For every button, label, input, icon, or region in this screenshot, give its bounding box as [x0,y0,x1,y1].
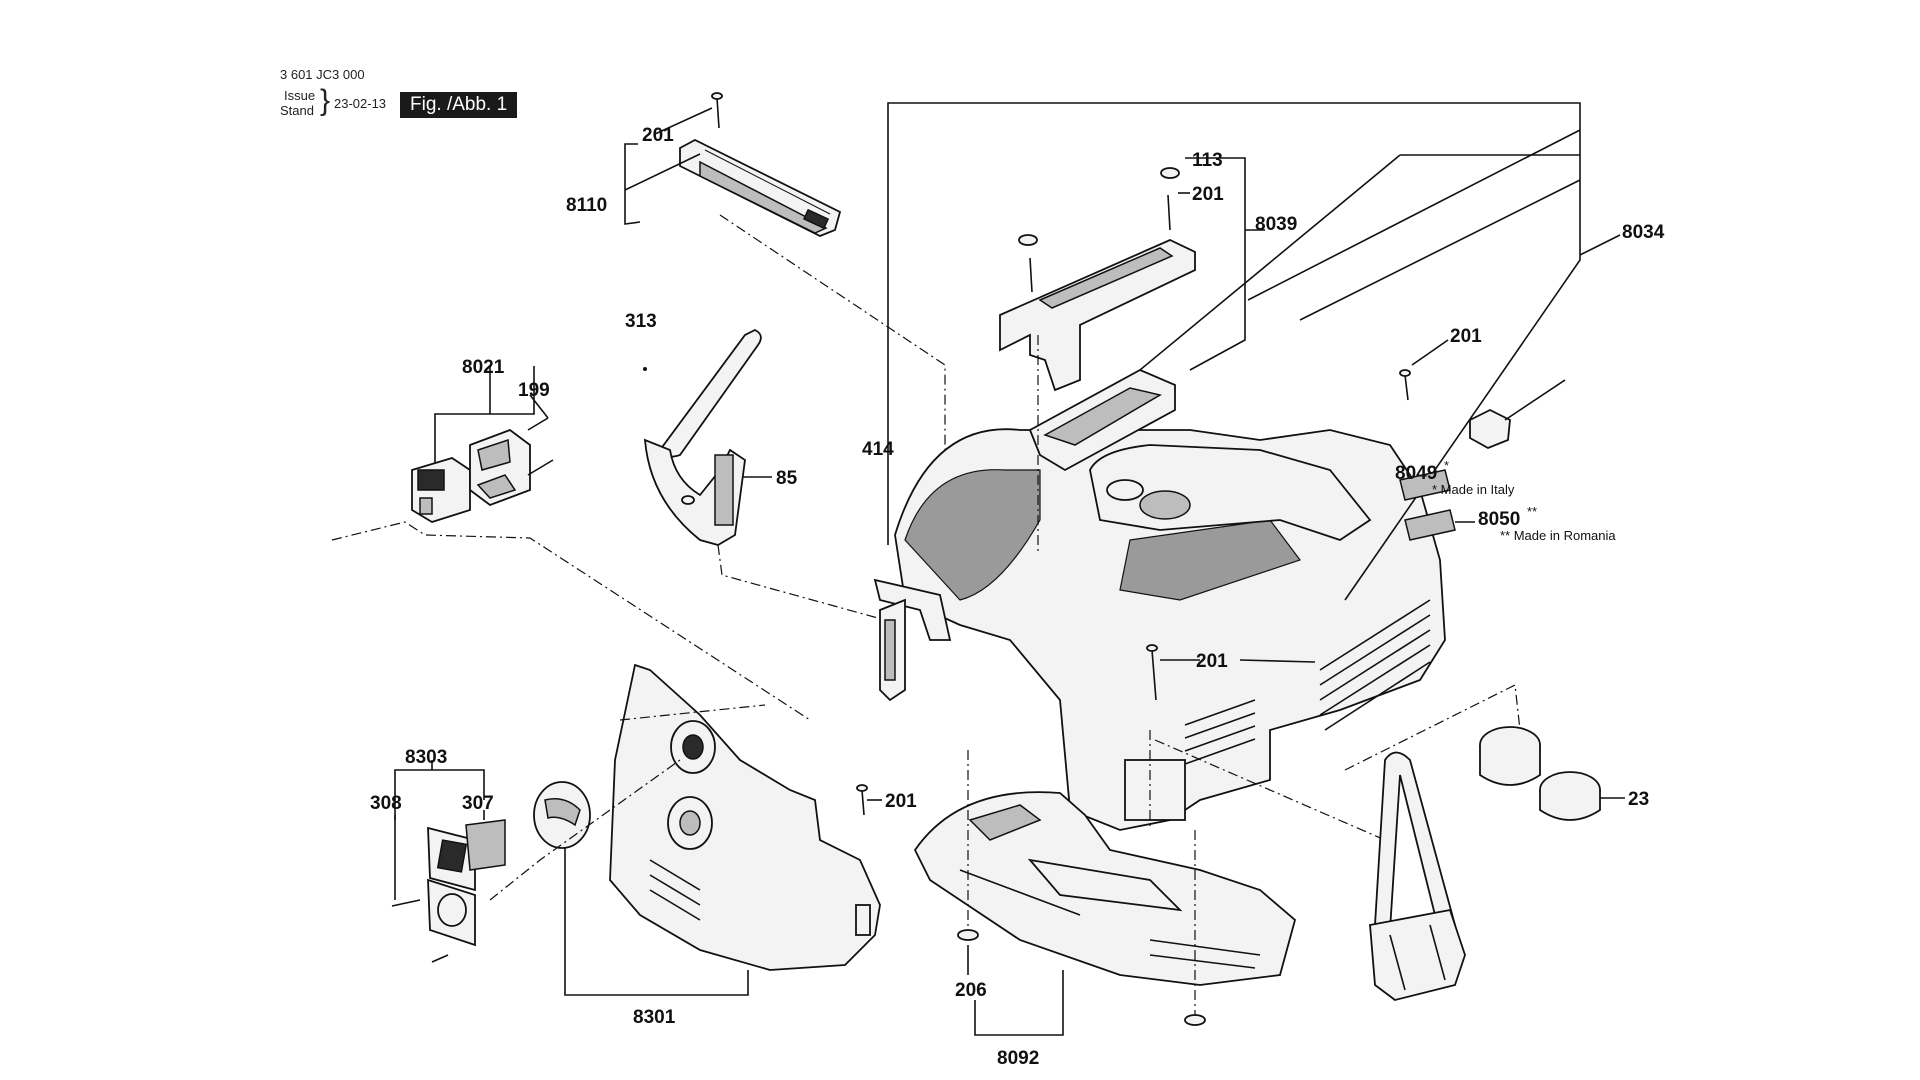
label-206: 206 [955,980,987,1001]
label-8021: 8021 [462,357,505,378]
part-313-dot [643,367,647,371]
knob [533,781,591,849]
top-handle-8110 [679,138,842,237]
clamp-23 [1479,726,1601,821]
screw-icon [1399,369,1411,401]
leader-8303 [394,769,485,820]
label-8301: 8301 [633,1007,676,1028]
hose-holder-85 [643,328,762,546]
label-199: 199 [518,380,550,401]
guide-clip [1344,684,1521,771]
doc-number: 3 601 JC3 000 [280,67,365,82]
flap-8303 [427,819,506,947]
label-201-right: 201 [1450,326,1482,347]
vents-lower [1184,699,1256,765]
guide-8021 [331,521,811,721]
screw-icon [1146,644,1158,701]
screw-icon [711,92,723,129]
hose-clip [1369,751,1466,1001]
base-plate-8092 [913,791,1297,986]
leader-201a [654,107,713,135]
label-23: 23 [1628,789,1649,810]
leader-199 [529,394,549,419]
switch-8021 [411,428,531,523]
guide-85 [717,544,886,621]
label-201-top-handle: 201 [642,125,674,146]
leader-8034a [1247,129,1581,301]
label-8049: 8049 [1395,463,1437,484]
label-8092: 8092 [997,1048,1039,1069]
label-308: 308 [370,793,402,814]
leader-113 [1185,157,1246,371]
housing-icon [894,428,1446,831]
screw-icon [391,899,449,963]
label-201-handle: 201 [1192,184,1224,205]
latch-414 [873,578,952,702]
label-8049-mark: * [1444,458,1449,473]
label-414: 414 [862,439,894,460]
label-8039: 8039 [1255,214,1297,235]
leader-8034e [1579,234,1621,256]
guide-knob [489,759,681,901]
label-8034: 8034 [1622,222,1665,243]
cap-icon [1018,167,1180,246]
nameplate-bracket [1469,408,1511,449]
issue-date: 23-02-13 [334,96,387,111]
screw-icon [856,784,868,816]
leader-201c [1411,339,1449,366]
label-8050-mark: ** [1527,504,1537,519]
leader-414-frame [887,102,1581,601]
label-sticker-8049 [1399,469,1451,501]
label-8050: 8050 [1478,509,1520,530]
leader-8092 [974,970,1064,1036]
stand-label: Stand [280,103,314,118]
label-sticker-8050 [1404,509,1456,541]
label-85: 85 [776,468,798,489]
figure-label: Fig. /Abb. 1 [400,92,518,118]
leader-8110 [624,143,641,225]
label-201-front: 201 [885,791,917,812]
leader-8301 [564,835,749,996]
screw-icon [1029,194,1171,293]
leader-8021 [434,366,535,463]
screw-icon [527,417,554,476]
label-8110: 8110 [566,195,607,216]
front-cover-8301 [609,663,881,971]
note-made-in-italy: * Made in Italy [1432,482,1515,497]
guide-cover [619,704,766,721]
vents-right [1319,599,1431,731]
label-113: 113 [1192,150,1223,171]
leader-8034c [1139,154,1401,371]
issue-label: Issue [284,88,316,103]
leader-8034d [1299,179,1581,321]
label-201-middle: 201 [1196,651,1228,672]
leader-8110b [624,153,701,191]
handle-icon [999,239,1196,472]
label-8303: 8303 [405,747,447,768]
brace: } [320,84,331,117]
label-313: 313 [625,311,657,332]
guide-hose [1154,739,1386,900]
label-307: 307 [462,793,494,814]
note-made-in-romania: ** Made in Romania [1500,528,1616,543]
